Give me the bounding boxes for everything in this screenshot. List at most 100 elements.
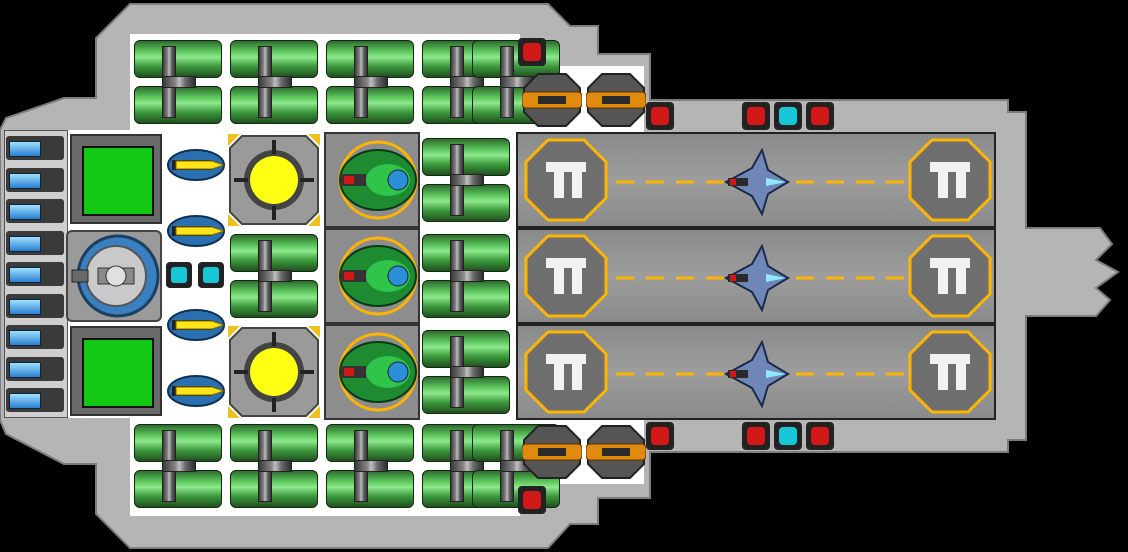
reactor-top[interactable] [228,134,320,226]
drone-hangar[interactable] [324,324,420,420]
drone-hangar[interactable] [324,228,420,324]
status-light [518,486,546,514]
status-light [646,102,674,130]
blue-thruster-icon [9,361,41,378]
engine-port [6,167,64,192]
fuel-tank [230,234,318,272]
fuel-pipe [450,174,484,186]
status-light [774,422,802,450]
command-dome-icon [71,234,160,318]
red-light-icon [747,427,765,445]
landing-pad-icon [524,330,608,414]
fuel-pipe [162,460,196,472]
status-light [774,102,802,130]
blue-thruster-icon [9,204,41,220]
turret[interactable] [521,424,583,480]
fuel-pipe [450,366,484,378]
fuel-tank [230,280,318,318]
fuel-tank [422,138,510,176]
landing-pad-icon [908,138,992,222]
red-light-icon [811,107,829,125]
missile-launcher[interactable] [166,374,228,408]
fuel-tank [326,470,414,508]
blue-thruster-icon [9,393,41,409]
fuel-pipe [258,460,292,472]
green-drone-icon [338,332,418,412]
fuel-tank-block[interactable] [228,36,320,128]
fighter-icon [723,148,790,216]
green-shield-panel-icon [82,338,154,408]
landing-pad-icon [524,234,608,318]
status-light [806,422,834,450]
runway-line [616,180,906,184]
fuel-tank-block[interactable] [228,230,320,322]
shield-generator-top[interactable] [70,134,162,224]
turret[interactable] [585,72,647,128]
red-light-icon [651,427,669,445]
blue-thruster-icon [9,298,41,315]
fuel-tank [326,40,414,78]
landing-bay[interactable] [516,324,996,420]
fuel-tank-block[interactable] [420,134,512,226]
missile-launcher[interactable] [166,148,228,182]
red-light-icon [523,43,541,61]
yellow-reactor-core-icon [228,326,320,418]
landing-bay[interactable] [516,132,996,228]
fuel-tank [230,424,318,462]
fuel-pipe [258,270,292,282]
fuel-tank [422,234,510,272]
red-light-icon [523,491,541,509]
fuel-tank-block[interactable] [228,420,320,512]
fuel-pipe [450,270,484,282]
status-light [646,422,674,450]
landing-pad-icon [908,234,992,318]
status-light [806,102,834,130]
orange-turret-icon [521,73,583,127]
blue-thruster-icon [9,267,41,283]
landing-pad-icon [524,138,608,222]
turret[interactable] [521,72,583,128]
fuel-pipe [354,460,388,472]
blue-thruster-icon [9,172,41,189]
engine-port [6,293,64,318]
missile-launcher[interactable] [166,214,228,248]
engine-port [6,230,64,255]
fuel-tank [230,470,318,508]
fuel-tank [422,184,510,222]
fuel-tank-block[interactable] [324,420,416,512]
engine-port [6,199,64,223]
shield-generator-bottom[interactable] [70,326,162,416]
yellow-missile-icon [167,375,226,407]
fuel-tank [134,40,222,78]
status-light-cyan [198,262,224,288]
red-light-icon [651,107,669,125]
drone-hangar[interactable] [324,132,420,228]
fuel-tank-block[interactable] [324,36,416,128]
fuel-tank-block[interactable] [420,230,512,322]
runway-line [616,276,906,280]
fuel-tank [134,424,222,462]
turret[interactable] [585,424,647,480]
landing-pad-icon [908,330,992,414]
missile-launcher[interactable] [166,308,228,342]
fuel-pipe [450,76,484,88]
fuel-tank [326,424,414,462]
engine-port [6,356,64,381]
fuel-tank-block[interactable] [132,36,224,128]
fuel-tank [230,86,318,124]
fuel-tank [422,280,510,318]
fuel-tank-block[interactable] [420,326,512,418]
landing-bay[interactable] [516,228,996,324]
blue-thruster-icon [9,235,41,252]
reactor-bottom[interactable] [228,326,320,418]
orange-turret-icon [521,425,583,479]
yellow-reactor-core-icon [228,134,320,226]
yellow-missile-icon [167,309,226,341]
fuel-tank-block[interactable] [132,420,224,512]
yellow-missile-icon [167,149,226,181]
status-light [518,38,546,66]
bridge[interactable] [66,230,162,322]
fuel-pipe [450,460,484,472]
engine-port [6,262,64,286]
